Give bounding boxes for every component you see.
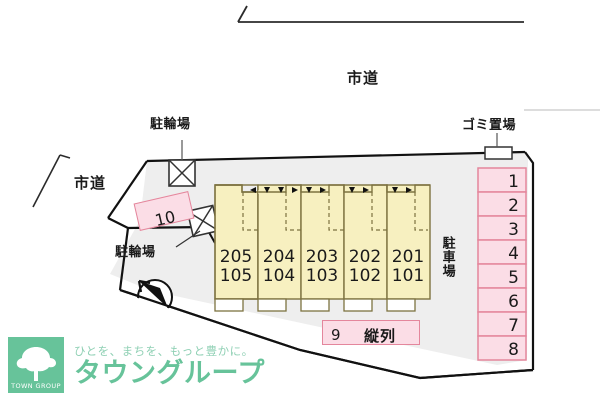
garbage-area-label: ゴミ置場: [462, 118, 517, 133]
logo-name: タウングループ: [74, 358, 265, 389]
parking-stall-1-number: 1: [508, 172, 519, 192]
bicycle-parking-north-label: 駐輪場: [150, 117, 191, 132]
parking-stall-2-number: 2: [508, 196, 519, 216]
parking-stall-8: [477, 335, 527, 361]
outside-lot-mask: [0, 292, 600, 400]
parking-stall-4: [477, 239, 527, 265]
tree-icon: TOWN GROUP: [8, 337, 64, 393]
road-label-left: 市道: [74, 174, 107, 192]
road-label-top: 市道: [347, 69, 380, 87]
unit-upper-205: 205: [219, 247, 253, 267]
bicycle-parking-west-label: 駐輪場: [115, 245, 156, 260]
parking-stall-7: [477, 311, 527, 337]
unit-lower-101: 101: [391, 266, 425, 287]
unit-label-205-105: 205 105: [213, 247, 259, 287]
logo-mark-text: TOWN GROUP: [11, 382, 61, 390]
parking-stall-2: [477, 191, 527, 217]
road-boundary-top: [237, 5, 524, 23]
parking-lot-label: 駐車場: [439, 236, 455, 278]
site-boundary-bottom: [119, 288, 534, 380]
unit-label-203-103: 203 103: [299, 247, 345, 287]
tree-icon-svg: [16, 347, 56, 381]
unit-upper-203: 203: [305, 247, 339, 267]
unit-label-204-104: 204 104: [256, 247, 302, 287]
building-block: [214, 184, 431, 312]
logo-tagline: ひとを、まちを、もっと豊かに。: [74, 344, 254, 358]
parking-stall-3: [477, 215, 527, 241]
brand-logo: TOWN GROUP ひとを、まちを、もっと豊かに。 タウングループ: [8, 337, 265, 393]
unit-lower-102: 102: [348, 266, 382, 287]
unit-upper-201: 201: [391, 247, 425, 267]
unit-lower-105: 105: [219, 266, 253, 287]
legend-box: [322, 320, 420, 345]
legend-label: 縦列: [364, 327, 397, 345]
parking-stall-column: [477, 167, 527, 361]
bicycle-parking-west-leader: [175, 230, 201, 248]
unit-label-202-102: 202 102: [342, 247, 388, 287]
garbage-area-icon: [484, 133, 513, 160]
parking-stall-8-number: 8: [508, 340, 519, 360]
legend-number: 9: [331, 326, 341, 344]
unit-upper-202: 202: [348, 247, 382, 267]
unit-upper-204: 204: [262, 247, 296, 267]
building-unit-204-104: [257, 184, 302, 312]
road-boundary-left: [32, 154, 71, 208]
corridor-direction-markers: [250, 187, 412, 193]
parking-stall-4-number: 4: [508, 244, 519, 264]
building-unit-201-101: [386, 184, 431, 312]
logo-text-block: ひとを、まちを、もっと豊かに。 タウングループ: [74, 343, 265, 387]
parking-stall-7-number: 7: [508, 316, 519, 336]
bicycle-parking-north-icon: [168, 140, 196, 187]
building-unit-202-102: [343, 184, 388, 312]
unit-label-201-101: 201 101: [385, 247, 431, 287]
parking-stall-5-number: 5: [508, 268, 519, 288]
parking-stall-3-number: 3: [508, 220, 519, 240]
unit-lower-103: 103: [305, 266, 339, 287]
parking-stall-6-number: 6: [508, 292, 519, 312]
unit-lower-104: 104: [262, 266, 296, 287]
